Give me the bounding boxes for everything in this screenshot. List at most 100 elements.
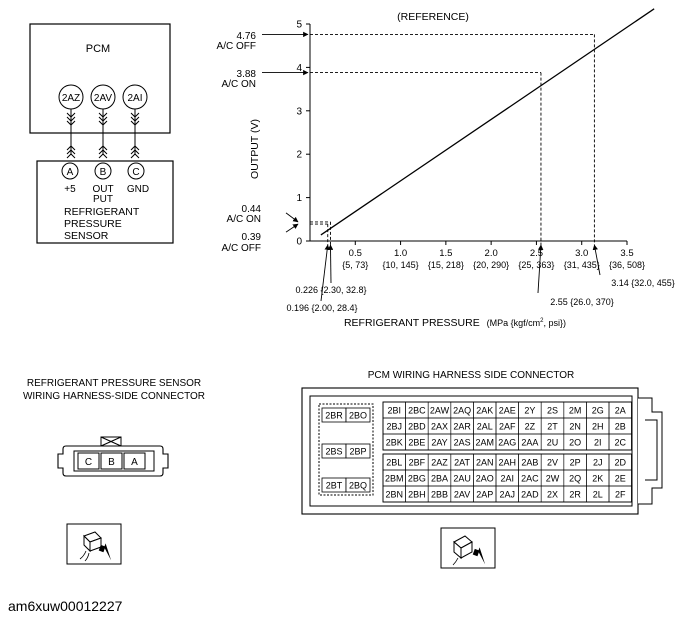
svg-text:0.44: 0.44	[242, 204, 262, 215]
pcm-terminal-label: 2AM	[475, 438, 494, 448]
sensor-name-line1: REFRIGERANT	[64, 206, 140, 218]
x-tick-label: 2.5	[530, 248, 543, 259]
sensor-connector-title-line1: REFRIGERANT PRESSURE SENSOR	[27, 378, 201, 389]
pcm-terminal-label: 2AY	[431, 438, 447, 448]
callout-arrow	[320, 244, 330, 302]
sensor-connector-title-line2: WIRING HARNESS-SIDE CONNECTOR	[23, 391, 205, 402]
pcm-terminal-label: 2P	[570, 458, 581, 468]
svg-text:A/C OFF: A/C OFF	[222, 243, 261, 254]
annotation-0-196: 0.196 {2.00, 28.4}	[286, 303, 357, 313]
pcm-terminal-label: 2AI	[501, 474, 515, 484]
chart-title: (REFERENCE)	[397, 11, 469, 23]
pcm-terminal-label: 2BN	[386, 490, 404, 500]
pcm-terminal-label: 2AH	[499, 458, 517, 468]
y-tick-label: 2	[296, 150, 302, 161]
callout-arrow	[537, 244, 544, 294]
pcm-terminal-label: 2AJ	[500, 490, 516, 500]
sensor-terminal-b: B	[100, 452, 123, 470]
pcm-terminal-label: 2H	[592, 422, 604, 432]
x-tick-alt-label: {36, 508}	[609, 260, 645, 270]
y-axis-label: OUTPUT (V)	[249, 119, 261, 179]
pin-c-function: GND	[127, 184, 149, 195]
annotation-2-55: 2.55 {26.0, 370}	[550, 297, 614, 307]
pcm-terminal-label: 2X	[547, 490, 558, 500]
svg-text:A: A	[131, 457, 138, 468]
pcm-terminal-label: 2N	[569, 422, 581, 432]
sensor-box	[36, 160, 174, 244]
annotation-0-226: 0.226 {2.30, 32.8}	[295, 285, 366, 295]
pcm-terminal-label: 2T	[547, 422, 558, 432]
pcm-terminal-label: 2BR	[325, 411, 343, 421]
pcm-terminal-label: 2AO	[476, 474, 494, 484]
sensor-terminal-c: C	[77, 452, 100, 470]
pcm-terminal-label: 2AP	[476, 490, 493, 500]
x-tick-alt-label: {15, 218}	[428, 260, 464, 270]
y-tick-label: 0	[296, 237, 302, 248]
pcm-box	[29, 23, 171, 134]
sensor-terminal-a: A	[123, 452, 146, 470]
annotation-3-14: 3.14 {32.0, 455}	[611, 278, 675, 288]
x-tick-label: 3.5	[620, 248, 633, 259]
svg-text:0.39: 0.39	[242, 232, 262, 243]
pin-b-function-line1: OUT	[92, 184, 113, 195]
svg-text:A/C ON: A/C ON	[222, 79, 256, 90]
output-line	[320, 8, 655, 236]
pcm-terminal-label: 2AA	[521, 438, 538, 448]
pcm-terminal-cell	[345, 407, 371, 423]
pcm-pin-2az: 2AZ	[58, 84, 84, 110]
wire-harness	[66, 109, 140, 159]
pcm-terminal-label: 2E	[615, 474, 626, 484]
callout-arrow	[327, 244, 334, 284]
svg-text:A/C OFF: A/C OFF	[217, 41, 256, 52]
pcm-terminal-label: 2BQ	[349, 481, 367, 491]
pcm-terminal-label: 2BB	[431, 490, 448, 500]
pcm-connector-latch	[638, 397, 663, 505]
pcm-terminal-label: 2J	[593, 458, 603, 468]
pcm-terminal-label: 2AE	[499, 406, 516, 416]
pcm-terminal-label: 2AB	[521, 458, 538, 468]
pcm-terminal-cell	[345, 477, 371, 493]
pcm-terminal-label: 2AL	[477, 422, 493, 432]
pcm-terminal-label: 2AD	[521, 490, 539, 500]
pcm-terminal-label: 2W	[546, 474, 560, 484]
pcm-terminal-label: 2G	[592, 406, 604, 416]
pcm-terminal-label: 2I	[594, 438, 602, 448]
pcm-terminal-label: 2AW	[430, 406, 450, 416]
lock-tab-icon	[100, 436, 122, 447]
pcm-terminal-label: 2B	[615, 422, 626, 432]
pcm-terminal-label: 2U	[547, 438, 559, 448]
sensor-pin-b: B	[94, 162, 112, 180]
sensor-pin-a: A	[61, 162, 79, 180]
pcm-terminal-label: 2BE	[408, 438, 425, 448]
annotation-0-39: 0.39 A/C OFF	[222, 232, 262, 254]
svg-text:A/C ON: A/C ON	[227, 214, 261, 225]
pcm-terminal-label: 2BJ	[387, 422, 403, 432]
pcm-terminal-label: 2AR	[453, 422, 471, 432]
pcm-terminal-label: 2BI	[388, 406, 402, 416]
pcm-terminal-label: 2BD	[408, 422, 426, 432]
pcm-terminal-label: 2BA	[431, 474, 448, 484]
pcm-terminal-label: 2M	[569, 406, 582, 416]
sensor-harness-connector: REFRIGERANT PRESSURE SENSOR WIRING HARNE…	[23, 378, 205, 565]
figure-id: am6xuw00012227	[8, 598, 123, 614]
pcm-terminal-label: 2O	[569, 438, 581, 448]
pin-b-function-line2: PUT	[93, 194, 113, 205]
svg-text:4.76: 4.76	[237, 31, 257, 42]
annotation-3-88: 3.88 A/C ON	[222, 69, 257, 90]
pcm-terminal-label: 2AS	[454, 438, 471, 448]
svg-text:A: A	[67, 167, 74, 178]
pcm-terminal-cell	[345, 443, 371, 459]
pcm-terminal-label: 2AZ	[431, 458, 448, 468]
callout-arrow	[285, 212, 299, 223]
pcm-terminal-label: 2K	[592, 474, 603, 484]
svg-text:2AV: 2AV	[94, 93, 112, 104]
pcm-terminal-label: 2AT	[454, 458, 470, 468]
x-tick-label: 1.0	[394, 248, 407, 259]
pcm-connector-left-block	[318, 403, 374, 496]
x-axis-label: REFRIGERANT PRESSURE (MPa {kgf/cm2, psi}…	[344, 317, 566, 329]
pcm-terminal-label: 2BK	[386, 438, 403, 448]
pcm-terminal-label: 2A	[615, 406, 626, 416]
